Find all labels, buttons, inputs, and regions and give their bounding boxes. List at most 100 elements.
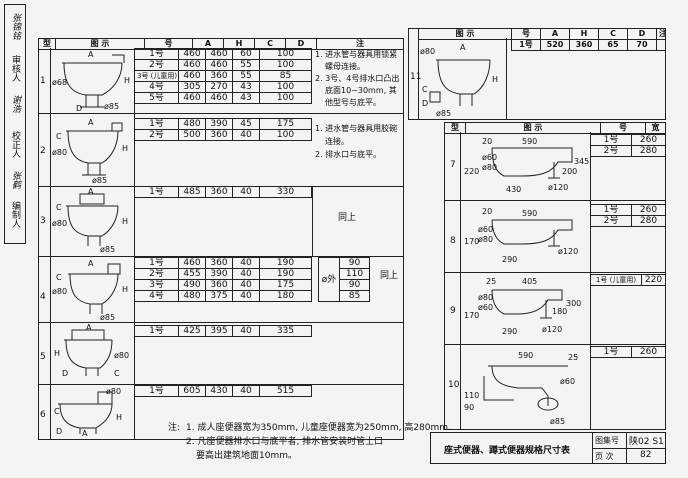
cell: 460 [205,59,233,71]
row-num: 4号 [134,290,179,302]
cell: 110 [339,268,370,280]
dim-d80: ø80 [52,148,67,157]
signature-2: 张鹤 [10,171,20,189]
dim-a: A [88,50,94,59]
note-line: 2. 排水口与底平。 [315,150,382,159]
cell: 605 [178,385,206,397]
row-num: 1号 [134,118,179,130]
dim-h170: 170 [464,237,479,246]
dim-h: H [492,75,498,84]
dim-d80: ø80 [478,235,493,244]
dim-top: 25 [486,277,496,286]
row-num: 1号 (儿童用) [590,274,642,286]
cell: 55 [232,59,260,71]
row-num: 1号 [134,186,179,198]
cell: 500 [178,129,206,141]
cell: 180 [259,290,312,302]
dim-length: 590 [522,137,537,146]
dim-d68: ø68 [52,78,67,87]
dim-top: 20 [482,207,492,216]
cell: 260 [631,134,666,146]
toilet-diagram-6: ø80 C A H D [54,387,122,438]
dim-h90: 90 [464,403,474,412]
cell: 85 [259,70,312,82]
dim-a: A [460,43,466,52]
toilet-diagram-4: A ø80 ø85 C H [52,259,128,321]
dim-base: 290 [502,255,517,264]
dim-c: C [56,203,62,212]
row-num: 2号 [590,215,632,227]
cell: 375 [205,290,233,302]
col-type: 型 [444,122,466,134]
dim-length: 590 [522,209,537,218]
note-line: 螺母连接。 [325,62,365,71]
col-note: 注 [316,38,404,50]
cell: 460 [178,48,206,60]
note-line: 底面10~30mm, 其 [325,86,397,95]
divider [418,28,419,120]
row-num: 1号 [134,385,179,397]
dim-a: A [88,188,94,196]
dim-base: 290 [502,327,517,336]
row-num: 3号 [134,279,179,291]
type-id-6: 6 [40,410,46,420]
cell: 43 [232,81,260,93]
cell: 425 [178,325,206,337]
dim-d60: ø60 [560,377,575,386]
cell: 100 [259,129,312,141]
col-diagram: 图 示 [418,28,512,40]
dim-h220: 220 [464,167,479,176]
page-value: 82 [640,450,652,460]
sheet-title: 座式便器、蹲式便器规格尺寸表 [444,446,571,456]
dim-c: C [56,132,62,141]
row-num: 2号 [134,129,179,141]
type-id-7: 7 [450,160,456,170]
group-9-rows: 1号 (儿童用)220 [590,274,666,286]
dim-d80: ø80 [52,287,67,296]
row-num: 1号 [511,39,541,51]
dim-h300: 300 [566,299,581,308]
dim-h: H [116,413,122,422]
col-h: H [569,28,599,40]
col-number: 号 [511,28,541,40]
row-num: 2号 [134,59,179,71]
dim-c: C [114,369,120,378]
type-id-1: 1 [40,76,46,86]
row-num: 1号 [590,134,632,146]
cell: 430 [205,385,233,397]
toilet-diagram-11: A ø80 H C D ø85 [420,43,498,118]
cell: 460 [178,92,206,104]
cell: 70 [627,39,657,51]
cell: 175 [259,279,312,291]
dim-d60: ø60 [478,303,493,312]
cell: 360 [205,257,233,269]
cell: 40 [232,325,260,337]
dim-d120: ø120 [558,247,578,256]
dim-base: 430 [506,185,521,194]
toilet-diagram-1: A H ø68 ø85 D [52,50,130,112]
right-table-header: 型 图 示 号 宽 [444,122,666,134]
group-3-note: 同上 [338,213,357,223]
col-d: D [627,28,657,40]
dim-d85: ø85 [100,245,115,254]
signature-1: 编制人 [10,201,20,228]
cell: 390 [205,268,233,280]
divider [38,322,404,323]
divider [134,48,135,440]
dim-d: D [422,99,428,108]
dim-d: D [56,427,62,436]
dim-d85: ø85 [104,102,119,111]
dim-d120: ø120 [542,325,562,334]
cell: 220 [641,274,666,286]
dim-c: C [56,273,62,282]
group-2-note: 1. 进水管与器具用胶碗 连接。 2. 排水口与底平。 [315,122,397,161]
atlas-label: 图集号 [595,436,619,445]
